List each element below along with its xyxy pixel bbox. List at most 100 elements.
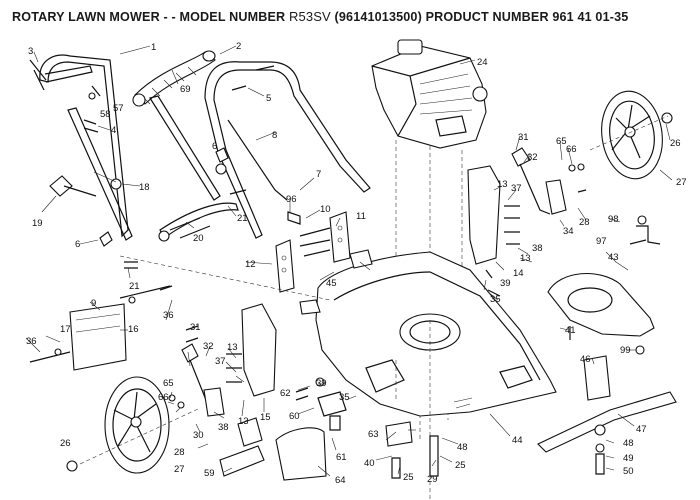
callout-48a: 48 (623, 438, 634, 449)
callout-20: 20 (193, 233, 204, 244)
callout-99: 99 (620, 345, 631, 356)
engine (371, 39, 488, 149)
callout-49: 49 (623, 453, 634, 464)
title-suffix: (96141013500) PRODUCT NUMBER 961 41 01-3… (330, 10, 629, 24)
callout-98: 98 (608, 214, 619, 225)
callout-34: 34 (563, 226, 574, 237)
callout-32b: 32 (203, 341, 214, 352)
callout-9: 9 (91, 298, 96, 309)
rear-flap (29, 285, 171, 371)
callout-58: 58 (100, 109, 111, 120)
rear-chute-brackets (275, 211, 373, 293)
callout-1: 1 (151, 42, 156, 53)
callout-19: 19 (32, 218, 43, 229)
callout-6a: 6 (212, 141, 217, 152)
blade-assembly (385, 355, 677, 479)
callout-5: 5 (266, 93, 271, 104)
callout-29: 29 (427, 474, 438, 485)
callout-38a: 38 (532, 243, 543, 254)
callout-66b: 66 (158, 392, 169, 403)
callout-35b: 35 (339, 392, 350, 403)
diagram-title: ROTARY LAWN MOWER - - MODEL NUMBER R53SV… (12, 9, 692, 24)
rear-wheel-right (589, 90, 673, 180)
blade-adapter (547, 215, 661, 355)
callout-97: 97 (596, 236, 607, 247)
callout-44: 44 (512, 435, 523, 446)
callout-28b: 28 (174, 447, 185, 458)
callout-50: 50 (623, 466, 634, 477)
callout-13b: 13 (520, 253, 531, 264)
callout-46: 46 (580, 354, 591, 365)
callout-11: 11 (356, 211, 366, 222)
height-adjuster-right (467, 147, 587, 297)
callout-21a: 21 (237, 213, 248, 224)
callout-48b: 48 (457, 442, 468, 453)
callout-15: 15 (260, 412, 271, 423)
callout-69: 69 (180, 84, 191, 95)
callout-64: 64 (335, 475, 346, 486)
callout-2: 2 (236, 41, 241, 52)
callout-32a: 32 (527, 152, 538, 163)
callout-26b: 26 (60, 438, 71, 449)
callout-27a: 27 (676, 177, 687, 188)
grip-hose (132, 50, 216, 107)
callout-10: 10 (320, 204, 331, 215)
upper-handle-left (29, 54, 129, 238)
callout-13d: 13 (227, 342, 238, 353)
callout-6b: 6 (75, 239, 80, 250)
callout-66a: 66 (566, 144, 577, 155)
callout-39b: 39 (316, 378, 327, 389)
callout-39a: 39 (500, 278, 511, 289)
leader-lines (25, 45, 673, 477)
title-prefix: ROTARY LAWN MOWER - - MODEL NUMBER (12, 10, 289, 24)
mower-deck (315, 251, 557, 500)
callout-13c: 13 (238, 416, 249, 427)
callout-4: 4 (111, 125, 116, 136)
callout-24: 24 (477, 57, 488, 68)
lower-handle-frame (67, 95, 239, 242)
callout-18: 18 (139, 182, 150, 193)
callout-37b: 37 (215, 356, 226, 367)
callout-35a: 35 (490, 294, 501, 305)
callout-96: 96 (286, 194, 297, 205)
height-adjuster-left (168, 303, 277, 417)
callout-3: 3 (28, 46, 33, 57)
callout-43: 43 (608, 252, 619, 263)
callout-65a: 65 (556, 136, 567, 147)
callout-40: 40 (364, 458, 375, 469)
callout-57: 57 (113, 103, 124, 114)
callout-37a: 37 (511, 183, 522, 194)
callout-13a: 13 (497, 179, 508, 190)
callout-31a: 31 (518, 132, 529, 143)
callout-47: 47 (636, 424, 647, 435)
callout-36a: 36 (163, 310, 174, 321)
callout-labels: 1 2 3 57 58 4 69 5 6 6 8 7 18 19 20 21 2… (26, 41, 687, 486)
left-rear-bolts (124, 261, 199, 343)
callout-41: 41 (565, 325, 576, 336)
callout-8: 8 (272, 130, 277, 141)
callout-45: 45 (326, 278, 337, 289)
callout-38b: 38 (218, 422, 229, 433)
callout-36b: 36 (26, 336, 37, 347)
handle-knobs (49, 65, 275, 247)
callout-7: 7 (316, 169, 321, 180)
callout-17: 17 (60, 324, 71, 335)
callout-26a: 26 (670, 138, 681, 149)
callout-61: 61 (336, 452, 347, 463)
rear-axle (119, 217, 331, 301)
callout-60: 60 (289, 411, 300, 422)
callout-14: 14 (513, 268, 524, 279)
callout-16: 16 (128, 324, 139, 335)
callout-30: 30 (193, 430, 204, 441)
front-wheel-left (66, 376, 201, 474)
callout-25a: 25 (455, 460, 466, 471)
upper-handle-right (204, 61, 371, 239)
callout-59: 59 (204, 468, 215, 479)
callout-12: 12 (245, 259, 256, 270)
title-model: R53SV (288, 9, 331, 24)
callout-21b: 21 (129, 281, 140, 292)
callout-25b: 25 (403, 472, 414, 483)
callout-27b: 27 (174, 464, 185, 475)
